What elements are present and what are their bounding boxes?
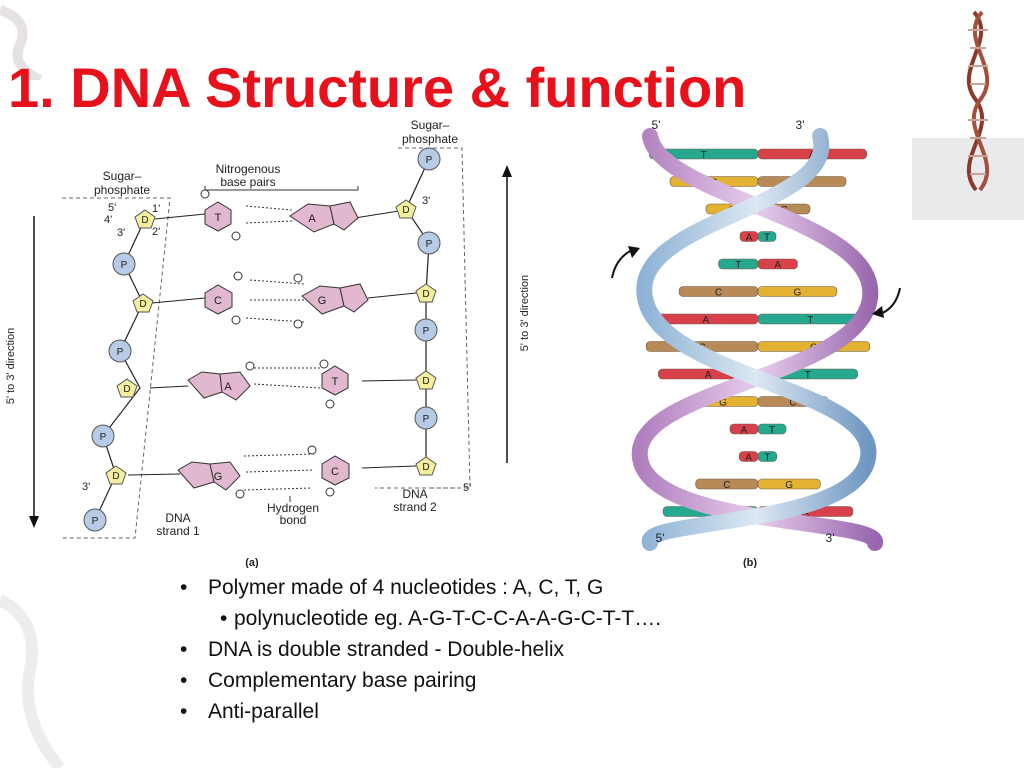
end-label: 3': [796, 118, 805, 132]
rung-base-letter: A: [745, 453, 752, 464]
bullet-text: DNA is double stranded - Double-helix: [208, 638, 565, 661]
hydrogen-bond-label: Hydrogen: [267, 501, 319, 515]
rung-base-letter: A: [702, 315, 709, 326]
rung-right-segment: [757, 258, 798, 270]
rung-right-segment: [757, 423, 787, 435]
rung-base-letter: C: [715, 288, 722, 299]
decorative-dna-helix: [912, 10, 1024, 220]
phosphate-symbol: P: [121, 260, 128, 271]
rung-right-segment: [757, 286, 838, 297]
base-pairs-label: base pairs: [220, 175, 275, 189]
bullet-text: Anti-parallel: [208, 700, 319, 723]
rung-base-letter: C: [723, 480, 730, 491]
bullet-text: Polymer made of 4 nucleotides : A, C, T,…: [208, 576, 604, 599]
rung-base-letter: A: [774, 260, 781, 271]
sugar-phosphate-label: phosphate: [402, 132, 458, 146]
bullet-item: •Complementary base pairing: [180, 669, 477, 692]
decorative-dna-corner: [0, 5, 43, 80]
sugar-phosphate-label: Sugar–: [411, 118, 450, 132]
phosphate-symbol: P: [423, 414, 430, 425]
rung-base-letter: A: [746, 233, 753, 244]
base-letter: A: [224, 381, 232, 393]
base-letter: T: [332, 376, 339, 388]
hydrogen-bond-label: bond: [280, 513, 307, 527]
carbon-label: 5': [108, 202, 116, 214]
rung-base-letter: T: [735, 260, 741, 271]
strand-2-label: DNA: [402, 487, 427, 501]
rung-base-letter: A: [741, 425, 748, 436]
rung-base-letter: T: [701, 150, 707, 161]
sugar-phosphate-label: phosphate: [94, 183, 150, 197]
rung-base-letter: G: [785, 480, 793, 491]
strand-2-label: strand 2: [393, 500, 437, 514]
base-letter: C: [214, 295, 222, 307]
sugar-symbol: D: [139, 299, 146, 310]
base-pairs-label: Nitrogenous: [216, 162, 281, 176]
rung-base-letter: T: [764, 233, 770, 244]
end-label: 3': [826, 531, 835, 545]
rung-base-letter: T: [764, 453, 770, 464]
phosphate-symbol: P: [426, 239, 433, 250]
end-label: 5': [652, 118, 661, 132]
panel-a: P P P P P P P P D D D D D D D D T A C G …: [5, 118, 531, 568]
carbon-label: 3': [117, 227, 125, 239]
sugar-symbol: D: [422, 289, 429, 300]
slide-title: 1. DNA Structure & function: [8, 56, 747, 119]
sugar-symbol: D: [422, 462, 429, 473]
bullet-item-sub: •polynucleotide eg. A-G-T-C-C-A-A-G-C-T-…: [220, 607, 662, 630]
bullet-item: •Anti-parallel: [180, 700, 319, 723]
prime-label: 3': [82, 481, 90, 493]
end-label: 5': [656, 531, 665, 545]
base-letter: A: [308, 213, 316, 225]
base-letter: G: [214, 471, 223, 483]
rung-base-letter: T: [805, 370, 811, 381]
carbon-label: 4': [104, 214, 112, 226]
sugar-symbol: D: [112, 471, 119, 482]
rung-base-letter: G: [794, 288, 802, 299]
sugar-symbol: D: [141, 215, 148, 226]
sugar-symbol: D: [123, 384, 130, 395]
phosphate-symbol: P: [92, 516, 99, 527]
bullet-list: •Polymer made of 4 nucleotides : A, C, T…: [180, 572, 661, 727]
base-letter: C: [331, 466, 339, 478]
dna-figure: P P P P P P P P D D D D D D D D T A C G …: [5, 118, 901, 568]
base-letter: T: [215, 212, 222, 224]
strand-1-label: DNA: [165, 511, 190, 525]
bullet-item: •Polymer made of 4 nucleotides : A, C, T…: [180, 576, 604, 599]
bullet-item: •DNA is double stranded - Double-helix: [180, 638, 565, 661]
prime-label: 5': [463, 482, 471, 494]
phosphate-symbol: P: [100, 432, 107, 443]
phosphate-symbol: P: [117, 347, 124, 358]
rung-base-letter: G: [719, 398, 727, 409]
base-letter: G: [318, 295, 327, 307]
panel-a-label: (a): [245, 557, 259, 568]
rung-base-letter: T: [769, 425, 775, 436]
sugar-symbol: D: [402, 205, 409, 216]
rung-base-letter: C: [789, 398, 796, 409]
rung-right-segment: [757, 451, 778, 462]
bullet-text: polynucleotide eg. A-G-T-C-C-A-A-G-C-T-T…: [234, 607, 662, 630]
direction-label: 5' to 3' direction: [519, 275, 531, 351]
phosphate-symbol: P: [426, 155, 433, 166]
decorative-dna-corner-bottom: [0, 594, 65, 768]
strand-1-label: strand 1: [156, 524, 200, 538]
rung-base-letter: A: [705, 370, 712, 381]
bullet-text: Complementary base pairing: [208, 669, 477, 692]
carbon-label: 2': [152, 226, 160, 238]
phosphate-symbol: P: [423, 326, 430, 337]
prime-label: 3': [422, 195, 430, 207]
sugar-symbol: D: [422, 376, 429, 387]
sugar-phosphate-label: Sugar–: [103, 169, 142, 183]
rung-right-segment: [757, 231, 777, 242]
carbon-label: 1': [152, 203, 160, 215]
rung-base-letter: T: [807, 315, 813, 326]
rung-right-segment: [757, 478, 821, 490]
direction-label: 5' to 3' direction: [5, 328, 17, 404]
panel-b-label: (b): [743, 557, 757, 568]
